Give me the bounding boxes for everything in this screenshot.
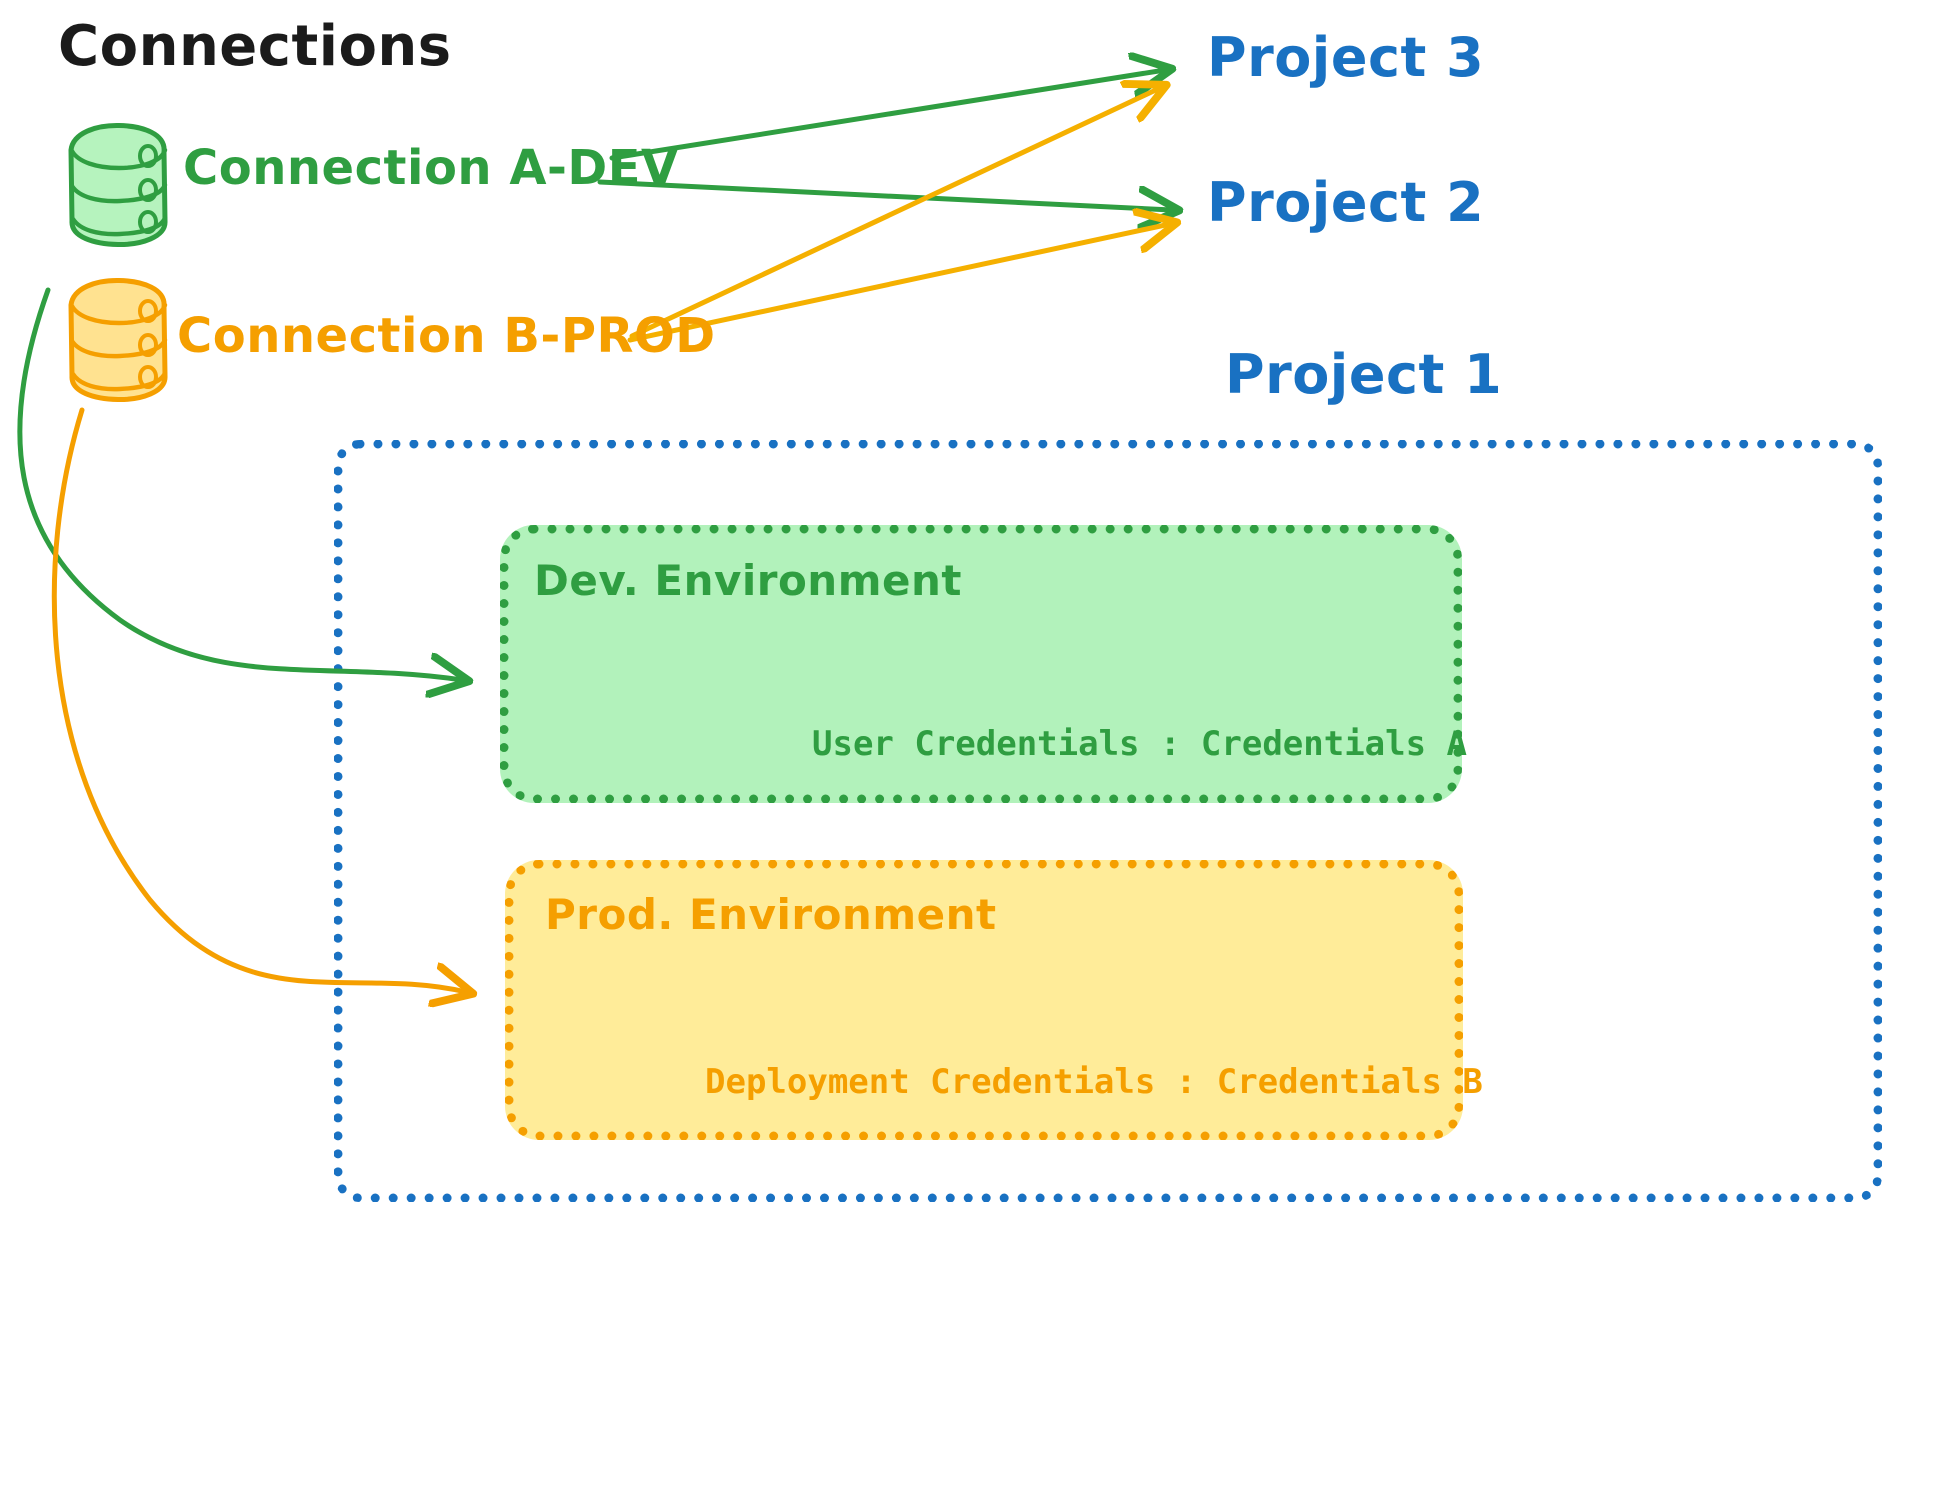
project-1-label[interactable]: Project 1 [1225,343,1503,406]
project-1-container [334,440,1882,1202]
edge-b-prod-to-project-2 [627,224,1170,343]
database-cylinder-icon-a [68,122,168,248]
edge-b-prod-to-project-3 [629,88,1160,339]
project-2-label[interactable]: Project 2 [1207,171,1485,234]
edge-a-dev-to-project-3 [609,70,1165,161]
database-cylinder-icon-b [68,277,168,403]
edge-a-dev-to-dev-environment [17,287,462,680]
prod-environment-title: Prod. Environment [545,890,997,939]
edge-b-prod-to-prod-environment [51,407,466,992]
connection-b-prod-label[interactable]: Connection B-PROD [177,308,716,364]
prod-environment-box [505,860,1463,1140]
edge-a-dev-to-project-2 [597,179,1172,210]
dev-environment-credentials: User Credentials : Credentials A [812,724,1468,764]
dev-environment-title: Dev. Environment [534,556,962,605]
prod-environment-credentials: Deployment Credentials : Credentials B [705,1062,1483,1102]
project-3-label[interactable]: Project 3 [1207,26,1485,89]
page-title: Connections [58,14,452,79]
connection-a-dev-label[interactable]: Connection A-DEV [183,140,679,196]
dev-environment-box [500,525,1462,803]
